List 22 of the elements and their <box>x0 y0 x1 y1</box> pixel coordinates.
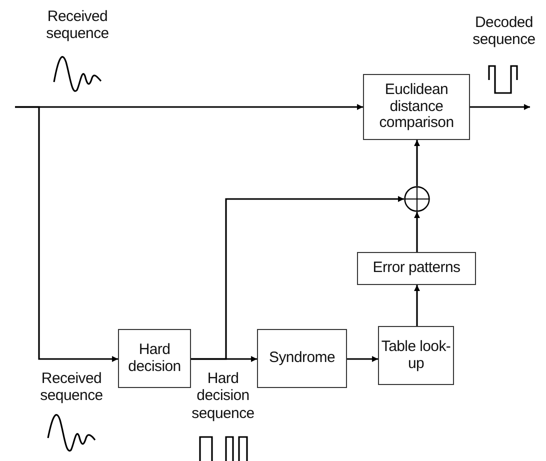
box-label: Euclidean distance comparison <box>378 82 455 132</box>
arrow <box>414 285 420 326</box>
box-label: Error patterns <box>372 260 460 277</box>
signal-label: Received sequence <box>45 8 110 42</box>
arrow <box>414 212 420 252</box>
signal-label: Received sequence <box>39 370 104 404</box>
summing-junction <box>404 186 430 212</box>
process-box <box>363 74 470 140</box>
box-label: Hard decision <box>127 342 182 375</box>
arrow <box>470 104 530 110</box>
arrow <box>191 196 404 360</box>
signal-label: Hard decision sequence <box>190 370 256 422</box>
box-label: Table look-up <box>380 339 452 372</box>
process-box <box>118 329 191 388</box>
arrow <box>15 106 118 362</box>
arrow <box>414 140 420 186</box>
process-box <box>378 326 454 385</box>
process-box <box>257 329 347 388</box>
signal-label: Decoded sequence <box>472 14 536 48</box>
arrow <box>347 356 378 362</box>
box-label: Syndrome <box>269 350 335 367</box>
process-box <box>357 252 476 285</box>
